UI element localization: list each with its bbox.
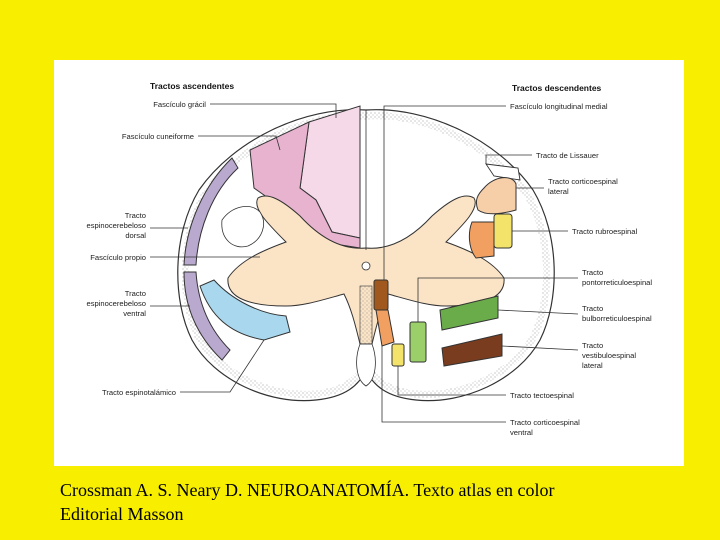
svg-text:ventral: ventral [123,309,146,318]
svg-text:Tracto: Tracto [582,304,603,313]
tectospinal-tract [391,343,405,367]
pontoreticulospinal-tract [409,321,427,363]
svg-text:Tracto de Lissauer: Tracto de Lissauer [536,151,599,160]
label-medial-longitudinal-fasciculus: Fascículo longitudinal medial [383,102,608,280]
spinal-cord-diagram: Tractos ascendentes Tractos descendentes… [86,81,652,437]
central-canal [361,261,371,271]
label-tectospinal-tract: Tracto tectoespinal [397,366,574,400]
label-bulboreticulospinal-tract: Tracto bulborreticuloespinal [497,304,652,323]
svg-text:Fascículo propio: Fascículo propio [90,253,146,262]
lissauer-tract [485,163,521,181]
label-ventral-corticospinal-tract: Tracto corticoespinal ventral [381,346,580,437]
caption-line-2: Editorial Masson [60,504,184,524]
svg-text:lateral: lateral [548,187,569,196]
medial-longitudinal-fasciculus [373,279,389,311]
svg-text:vestibuloespinal: vestibuloespinal [582,351,636,360]
label-gracile-fasciculus: Fascículo grácil [153,100,337,118]
spinothalamic-tract-area [199,279,291,341]
svg-text:Tracto: Tracto [125,211,146,220]
svg-text:Tracto espinotalámico: Tracto espinotalámico [102,388,176,397]
svg-text:Tracto: Tracto [582,268,603,277]
ventral-spinocerebellar-tract-area [183,271,231,361]
svg-text:ventral: ventral [510,428,533,437]
svg-text:Tracto: Tracto [582,341,603,350]
label-pontoreticulospinal-tract: Tracto pontorreticuloespinal [417,268,652,322]
lateral-corticospinal-orange [468,221,495,259]
spinal-cord-figure: Tractos ascendentes Tractos descendentes… [54,60,684,466]
svg-text:bulborreticuloespinal: bulborreticuloespinal [582,314,652,323]
label-fasciculus-proprius: Fascículo propio [90,253,260,262]
label-spinothalamic-tract: Tracto espinotalámico [102,339,265,397]
ventral-corticospinal-tract [375,309,395,347]
anterior-median-fissure [356,343,376,387]
label-lateral-vestibulospinal-tract: Tracto vestibuloespinal lateral [501,341,636,370]
anterior-fissure-stipple [359,285,373,345]
svg-text:lateral: lateral [582,361,603,370]
svg-text:Fascículo cuneiforme: Fascículo cuneiforme [122,132,194,141]
svg-text:pontorreticuloespinal: pontorreticuloespinal [582,278,652,287]
dorsal-horn-region [221,206,264,248]
label-lateral-corticospinal-tract: Tracto corticoespinal lateral [516,177,618,196]
label-dorsal-spinocerebellar-tract: Tracto espinocerebeloso dorsal [86,211,188,240]
descending-tracts-header: Tractos descendentes [512,83,602,93]
svg-text:Fascículo grácil: Fascículo grácil [153,100,206,109]
svg-text:Tracto: Tracto [125,289,146,298]
svg-text:dorsal: dorsal [125,231,146,240]
svg-text:Tracto corticoespinal: Tracto corticoespinal [548,177,618,186]
svg-text:Tracto tectoespinal: Tracto tectoespinal [510,391,574,400]
svg-text:Tracto rubroespinal: Tracto rubroespinal [572,227,637,236]
label-ventral-spinocerebellar-tract: Tracto espinocerebeloso ventral [86,289,190,318]
label-rubrospinal-tract: Tracto rubroespinal [512,227,637,236]
svg-text:Tracto corticoespinal: Tracto corticoespinal [510,418,580,427]
dorsal-spinocerebellar-tract-area [183,157,239,266]
svg-text:Fascículo longitudinal medial: Fascículo longitudinal medial [510,102,608,111]
ascending-tracts-header: Tractos ascendentes [150,81,234,91]
svg-text:espinocerebeloso: espinocerebeloso [86,299,146,308]
bulboreticulospinal-tract [439,295,499,331]
label-lissauer-tract: Tracto de Lissauer [485,151,599,164]
lateral-vestibulospinal-tract [441,333,503,367]
caption-line-1: Crossman A. S. Neary D. NEUROANATOMÍA. T… [60,480,555,500]
figure-caption: Crossman A. S. Neary D. NEUROANATOMÍA. T… [60,478,720,526]
rubrospinal-tract [493,213,513,249]
label-cuneate-fasciculus: Fascículo cuneiforme [122,132,281,151]
svg-text:espinocerebeloso: espinocerebeloso [86,221,146,230]
